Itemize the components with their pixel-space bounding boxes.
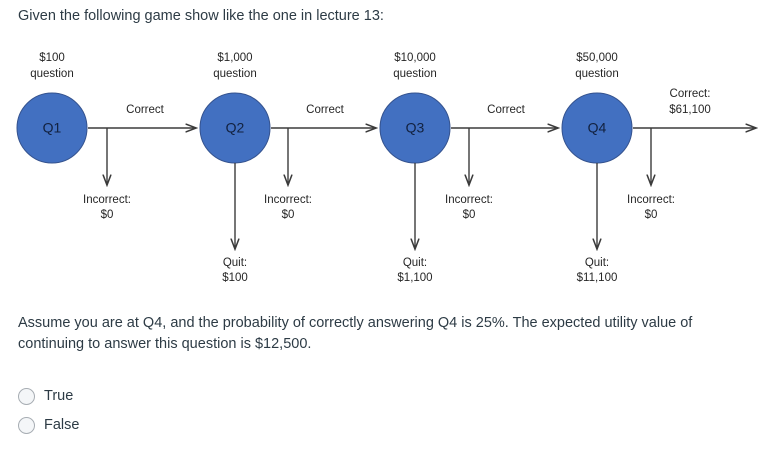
node-value-q1-line2: question: [30, 68, 73, 80]
branch-label-q4-incorrect-line2: $0: [645, 209, 658, 221]
node-value-q2-line1: $1,000: [217, 52, 252, 64]
edge-q3-q4-correct: Correct: [451, 104, 558, 128]
question-statement: Assume you are at Q4, and the probabilit…: [18, 315, 693, 352]
answer-choice-list: True False: [18, 382, 318, 440]
branch-label-q2-incorrect-line2: $0: [282, 209, 295, 221]
answer-option-false-label: False: [44, 417, 80, 434]
branch-q3-quit: Quit: $1,100: [397, 163, 433, 284]
branch-label-q4-quit-line1: Quit:: [585, 257, 609, 269]
radio-button-icon-true[interactable]: [18, 388, 35, 405]
answer-option-false[interactable]: False: [18, 411, 318, 440]
game-show-decision-tree: $100 question Q1 Correct Incorrect: $0 $…: [0, 45, 766, 300]
branch-label-q3-incorrect-line1: Incorrect:: [445, 194, 493, 206]
edge-q1-q2-correct: Correct: [88, 104, 196, 128]
edge-label-q1-correct: Correct: [126, 104, 165, 116]
edge-label-q3-correct: Correct: [487, 104, 526, 116]
node-value-q4-line2: question: [575, 68, 618, 80]
answer-option-true-label: True: [44, 388, 74, 405]
node-circle-q1[interactable]: [16, 92, 88, 164]
branch-q2-incorrect: Incorrect: $0: [264, 128, 312, 221]
branch-label-q2-incorrect-line1: Incorrect:: [264, 194, 312, 206]
branch-label-q3-incorrect-line2: $0: [463, 209, 476, 221]
edge-label-q4-correct-line1: Correct:: [670, 88, 711, 100]
edge-q2-q3-correct: Correct: [271, 104, 376, 128]
node-group-q1: $100 question Q1: [16, 52, 88, 164]
branch-q4-quit: Quit: $11,100: [577, 163, 618, 284]
answer-option-true[interactable]: True: [18, 382, 318, 411]
node-value-q3-line1: $10,000: [394, 52, 436, 64]
node-label-q1: Q1: [43, 120, 62, 136]
branch-label-q3-quit-line2: $1,100: [397, 272, 432, 284]
branch-q1-incorrect: Incorrect: $0: [83, 128, 131, 221]
node-group-q4: $50,000 question Q4: [561, 52, 633, 164]
edge-q4-end-correct: Correct: $61,100: [633, 88, 756, 128]
node-label-q3: Q3: [406, 120, 425, 136]
branch-q3-incorrect: Incorrect: $0: [445, 128, 493, 221]
branch-label-q2-quit-line1: Quit:: [223, 257, 247, 269]
edge-label-q2-correct: Correct: [306, 104, 345, 116]
branch-label-q4-incorrect-line1: Incorrect:: [627, 194, 675, 206]
node-value-q4-line1: $50,000: [576, 52, 618, 64]
node-label-q2: Q2: [226, 120, 245, 136]
branch-label-q4-quit-line2: $11,100: [577, 272, 618, 284]
radio-button-icon-false[interactable]: [18, 417, 35, 434]
branch-q2-quit: Quit: $100: [222, 163, 248, 284]
edge-label-q4-correct-line2: $61,100: [669, 104, 711, 116]
branch-label-q2-quit-line2: $100: [222, 272, 248, 284]
branch-q4-incorrect: Incorrect: $0: [627, 128, 675, 221]
branch-label-q1-incorrect-line1: Incorrect:: [83, 194, 131, 206]
node-group-q2: $1,000 question Q2: [199, 52, 271, 164]
question-prompt: Given the following game show like the o…: [18, 8, 384, 24]
node-value-q2-line2: question: [213, 68, 256, 80]
branch-label-q3-quit-line1: Quit:: [403, 257, 427, 269]
node-group-q3: $10,000 question Q3: [379, 52, 451, 164]
node-label-q4: Q4: [588, 120, 607, 136]
node-value-q3-line2: question: [393, 68, 436, 80]
node-value-q1-line1: $100: [39, 52, 65, 64]
branch-label-q1-incorrect-line2: $0: [101, 209, 114, 221]
